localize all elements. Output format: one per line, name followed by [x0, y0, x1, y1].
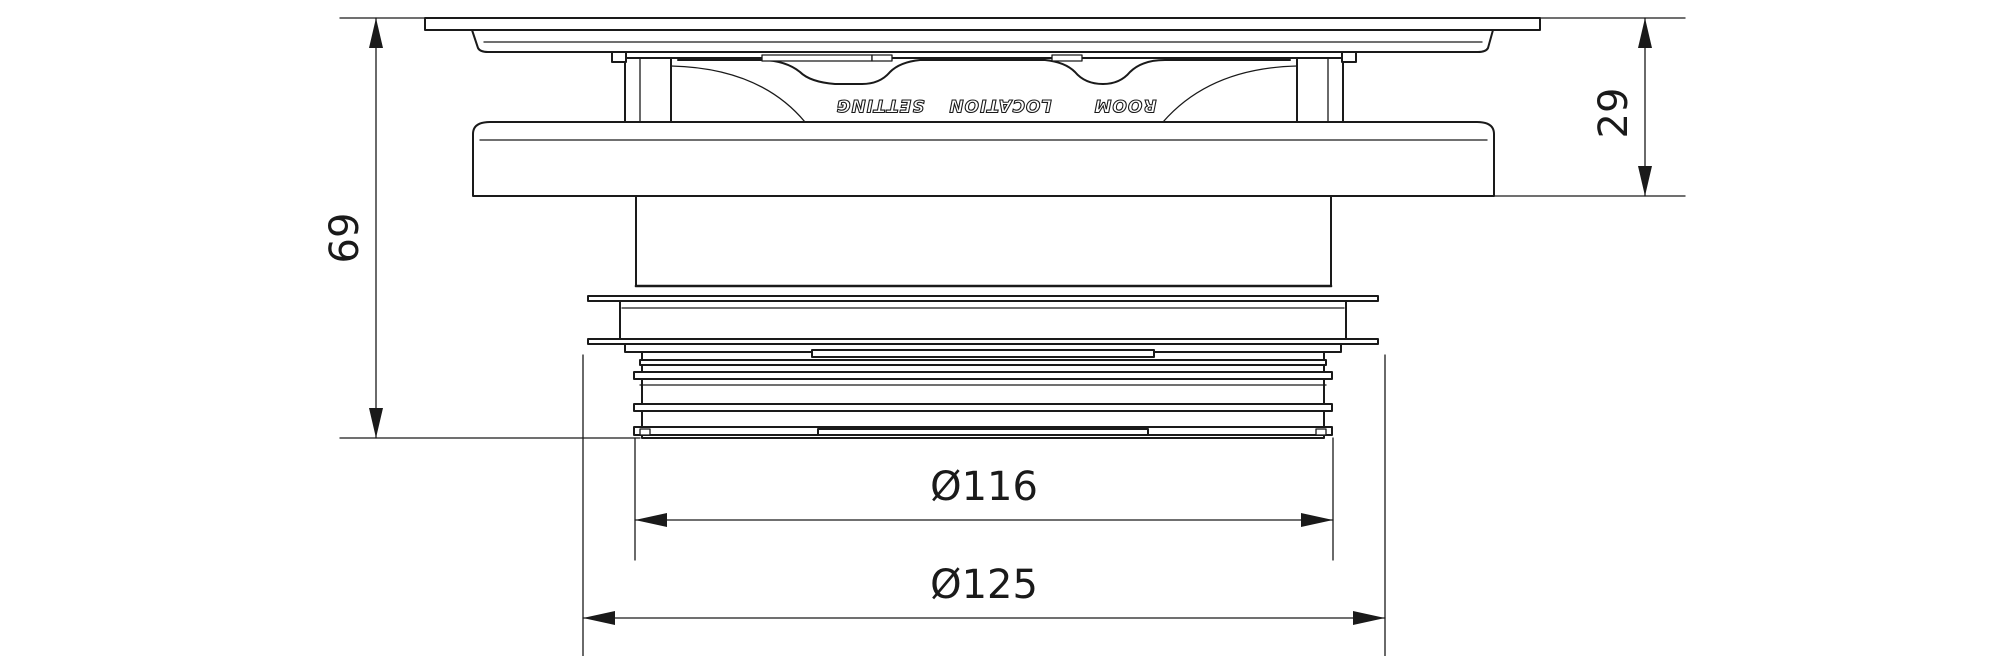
- arrow-head-right: [1353, 611, 1385, 625]
- arrow-head-up: [369, 18, 383, 48]
- embossed-label-left: SETTING: [836, 95, 925, 115]
- arrow-head-left: [635, 513, 667, 527]
- tab-left: [761, 54, 873, 62]
- neck-body: [635, 195, 1332, 287]
- thread-3: [633, 403, 1333, 412]
- cap-top-plate: [424, 17, 1541, 53]
- flange-ring: [619, 300, 1347, 340]
- spigot-foot-left: [639, 428, 651, 436]
- tab-left-notch: [871, 54, 893, 62]
- flanges: [587, 295, 1379, 353]
- cylinder-neck: [634, 195, 1333, 288]
- clip-right: [1341, 51, 1357, 63]
- threaded-spigot: [633, 349, 1333, 439]
- arrow-head-right: [1301, 513, 1333, 527]
- embossed-label-right: ROOM: [1094, 95, 1157, 115]
- flange-upper: [587, 295, 1379, 302]
- dial-ridge-right: [1102, 59, 1291, 85]
- inner-diameter-label: Ø116: [930, 464, 1038, 510]
- spigot-top-tab: [811, 349, 1155, 358]
- arrow-head-down: [369, 408, 383, 438]
- flange-lower: [587, 338, 1379, 345]
- clip-left: [611, 51, 627, 63]
- support-post-left: [624, 57, 672, 123]
- cover-lip: [471, 29, 1494, 53]
- embossed-label-center: LOCATION: [948, 95, 1051, 115]
- cap-height-label: 29: [1591, 88, 1637, 139]
- total-height-label: 69: [322, 213, 368, 264]
- cap-body: [472, 121, 1495, 197]
- tab-center-notch: [1051, 54, 1083, 62]
- dimension-total-height: 69: [322, 17, 383, 439]
- dial-curve-right: [1162, 65, 1298, 123]
- thread-1: [639, 359, 1327, 366]
- dimension-cap-height: 29: [1591, 17, 1652, 197]
- dial-ridge-center: [861, 59, 1104, 85]
- outer-diameter-label: Ø125: [930, 562, 1038, 608]
- dial-curve-left: [670, 65, 806, 123]
- spigot-foot-right: [1315, 428, 1327, 436]
- spigot-bottom-tab: [817, 428, 1149, 436]
- dimension-outer-diameter: Ø125: [582, 562, 1386, 625]
- arrow-head-up: [1638, 18, 1652, 48]
- cap-neck: SETTING LOCATION ROOM: [611, 51, 1357, 123]
- thread-2: [633, 371, 1333, 380]
- arrow-head-left: [583, 611, 615, 625]
- arrow-head-down: [1638, 166, 1652, 196]
- cover-plate: [424, 17, 1541, 31]
- spigot-body: [641, 351, 1325, 439]
- support-post-right: [1296, 57, 1344, 123]
- dimension-inner-diameter: Ø116: [634, 464, 1334, 527]
